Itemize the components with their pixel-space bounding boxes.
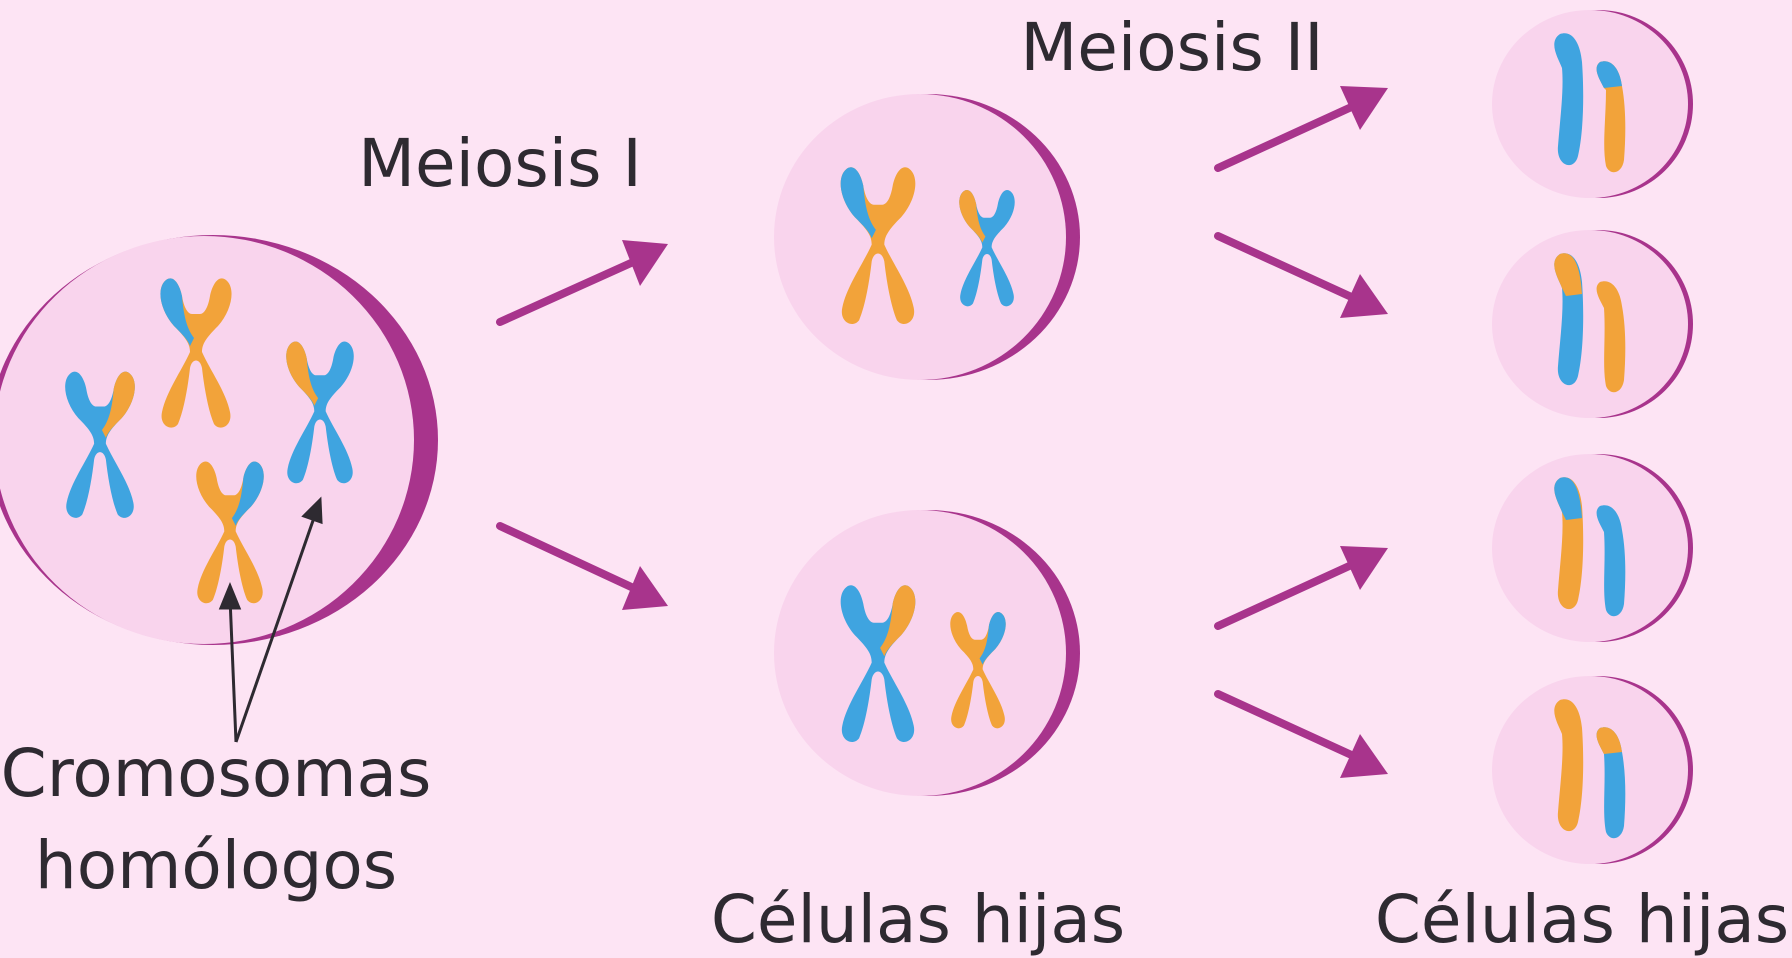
parent-cell — [0, 235, 438, 645]
meiosis-2-arrow-2 — [1214, 232, 1388, 318]
final-cell-3 — [1492, 454, 1693, 642]
final-cell-1-chromatid-left — [1554, 33, 1584, 166]
final-cell-3-chromatid-right — [1596, 505, 1626, 617]
meiosis-2-arrow-3 — [1214, 546, 1388, 630]
meiosis-1-label: Meiosis I — [358, 125, 642, 202]
final-cell-2-chromatid-right — [1596, 281, 1626, 393]
final-cell-4 — [1492, 676, 1693, 864]
homologous-pointer-arrows — [218, 496, 323, 743]
meiosis-2-label: Meiosis II — [1020, 9, 1323, 86]
daughter-cell-bottom — [774, 510, 1080, 796]
daughter-cell-top — [774, 94, 1080, 380]
final-cell-4-chromatid-left — [1554, 699, 1584, 832]
homologous-label-line-2: homólogos — [35, 827, 397, 904]
meiosis-1-arrow-down — [496, 522, 668, 610]
meiosis-2-arrow-1 — [1214, 86, 1388, 172]
final-cell-2 — [1492, 230, 1693, 418]
daughter-cells-label-1: Células hijas — [711, 881, 1125, 958]
meiosis-2-arrow-4 — [1214, 690, 1388, 778]
final-cell-4-chromatid-right — [1596, 727, 1626, 839]
homologous-label-line-1: Cromosomas — [1, 735, 432, 812]
meiosis-1-arrow-up — [496, 240, 668, 326]
daughter-cells-label-2: Células hijas — [1375, 881, 1789, 958]
final-cell-1 — [1492, 10, 1693, 198]
final-cell-1-chromatid-right — [1596, 61, 1626, 173]
